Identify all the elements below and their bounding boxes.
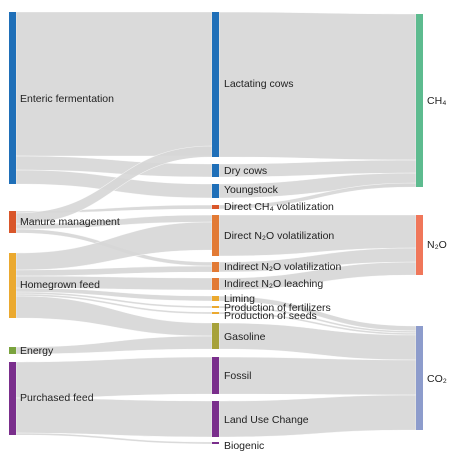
sankey-nodes xyxy=(9,12,423,444)
gas-label-n2o: N₂O xyxy=(427,239,447,251)
stage-label-seeds: Production of seeds xyxy=(224,310,317,322)
stage-node-direct_ch4 xyxy=(212,205,219,209)
stage-node-seeds xyxy=(212,312,219,314)
stage-label-lactating: Lactating cows xyxy=(224,78,294,90)
stage-label-direct_n2o: Direct N₂O volatilization xyxy=(224,230,335,242)
stage-node-direct_n2o xyxy=(212,215,219,256)
source-label-manure: Manure management xyxy=(20,216,120,228)
stage-label-liming: Liming xyxy=(224,293,255,305)
gas-label-co2: CO₂ xyxy=(427,373,447,385)
link-enteric-to-lactating xyxy=(15,11,213,157)
stage-node-biogenic xyxy=(212,442,219,444)
stage-label-direct_ch4: Direct CH₄ volatilization xyxy=(224,201,334,213)
source-label-enteric: Enteric fermentation xyxy=(20,93,114,105)
link-homegrown-to-gasoline xyxy=(15,295,213,337)
stage-label-gasoline: Gasoline xyxy=(224,331,266,343)
stage-node-fossil xyxy=(212,357,219,394)
gas-node-n2o xyxy=(416,215,423,275)
stage-node-luc xyxy=(212,401,219,437)
stage-label-biogenic: Biogenic xyxy=(224,440,265,452)
stage-node-indirect_vol xyxy=(212,262,219,272)
stage-label-luc: Land Use Change xyxy=(224,414,309,426)
stage-label-fertilizers: Production of fertilizers xyxy=(224,302,331,314)
source-node-homegrown xyxy=(9,253,16,318)
source-node-purchased xyxy=(9,362,16,435)
stage-node-liming xyxy=(212,296,219,301)
stage-node-lactating xyxy=(212,12,219,157)
source-node-energy xyxy=(9,347,16,354)
stage-node-dry xyxy=(212,164,219,177)
stage-node-youngstock xyxy=(212,184,219,198)
source-node-enteric xyxy=(9,12,16,184)
gas-node-co2 xyxy=(416,326,423,430)
stage-node-indirect_leach xyxy=(212,278,219,290)
source-node-manure xyxy=(9,211,16,233)
source-label-homegrown: Homegrown feed xyxy=(20,279,100,291)
gas-node-ch4 xyxy=(416,14,423,187)
source-label-purchased: Purchased feed xyxy=(20,392,94,404)
stage-label-fossil: Fossil xyxy=(224,370,252,382)
stage-label-youngstock: Youngstock xyxy=(224,184,278,196)
gas-label-ch4: CH₄ xyxy=(427,95,447,107)
stage-label-indirect_vol: Indirect N₂O volatilization xyxy=(224,261,342,273)
stage-node-fertilizers xyxy=(212,306,219,308)
stage-label-dry: Dry cows xyxy=(224,165,268,177)
stage-label-indirect_leach: Indirect N₂O leaching xyxy=(224,278,324,290)
stage-node-gasoline xyxy=(212,323,219,349)
source-label-energy: Energy xyxy=(20,345,54,357)
